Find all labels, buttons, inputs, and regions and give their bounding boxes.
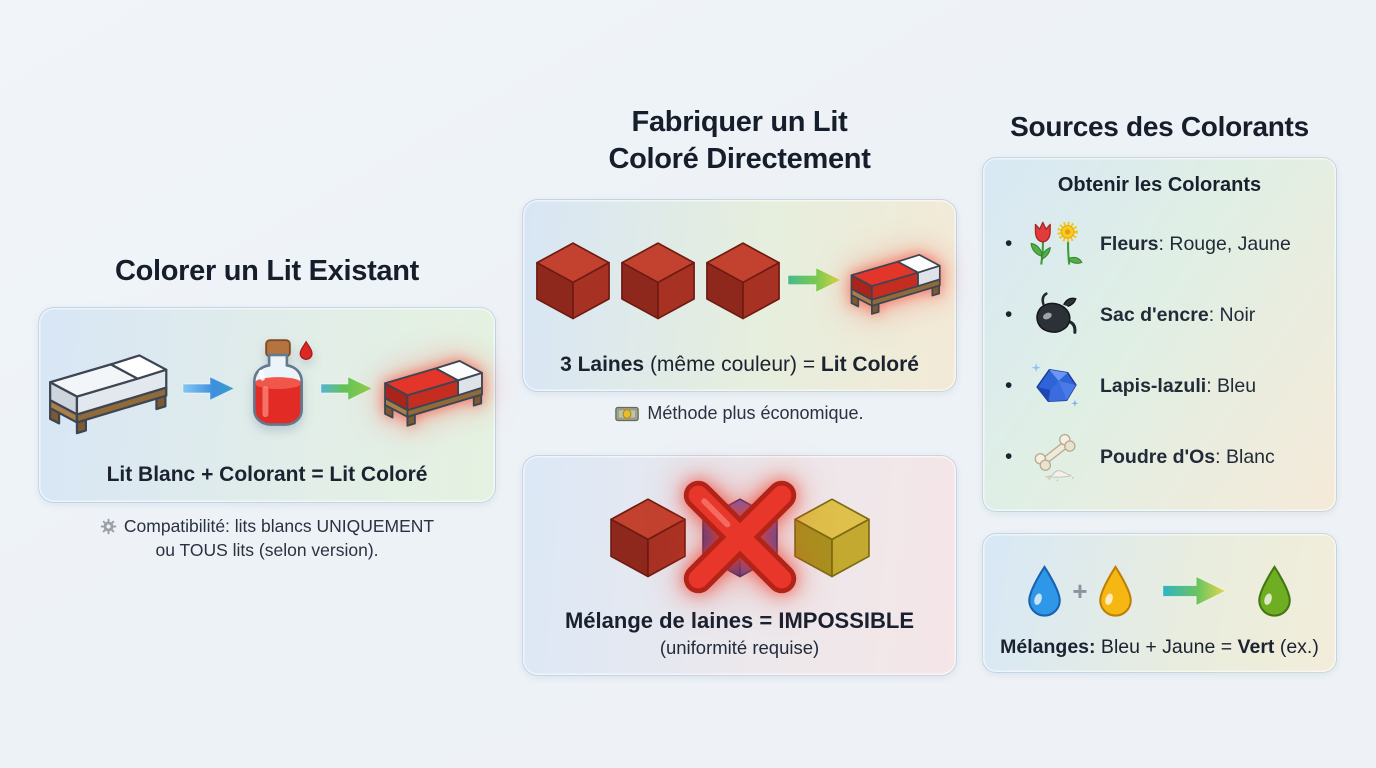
ink-sac-icon: [1036, 292, 1077, 334]
panel-color-existing-bed: Lit Blanc + Colorant = Lit Coloré: [38, 307, 496, 503]
recipe-row-dye-mix: +: [1024, 534, 1294, 636]
panel-dye-sources: Obtenir les Colorants • Fleurs: Rouge, J…: [982, 157, 1337, 512]
red-wool-block-icon: [620, 241, 695, 319]
note-line-2: ou TOUS lits (selon version).: [155, 539, 379, 560]
yellow-drop-icon: [1098, 565, 1132, 617]
bullet: •: [1005, 445, 1013, 468]
economy-note: Méthode plus économique.: [522, 403, 957, 424]
white-bed-icon: [49, 354, 168, 435]
mix-caption: Mélanges: Bleu + Jaune = Vert (ex.): [1000, 636, 1319, 658]
economy-note-text: Méthode plus économique.: [647, 403, 864, 423]
recipe-row-wool-bed: [532, 200, 948, 353]
blue-drop-icon: [1028, 565, 1062, 617]
section-title-color-existing-bed: Colorer un Lit Existant: [114, 255, 420, 287]
bullet: •: [1005, 232, 1013, 255]
dye-sources-header: Obtenir les Colorants: [1057, 174, 1262, 196]
bullet: •: [1005, 303, 1013, 326]
flowers-icon: [1030, 221, 1083, 265]
panel-dye-mixing: + Mélanges: Bleu + Jaune = Vert (ex.): [982, 533, 1337, 673]
impossible-subcaption: (uniformité requise): [659, 637, 820, 658]
red-bed-icon: [384, 359, 483, 427]
banknote-icon: [615, 406, 640, 421]
red-wool-block-icon: [609, 498, 686, 578]
red-drop-icon: [299, 340, 313, 360]
note-line-1: Compatibilité: lits blancs UNIQUEMENT: [123, 516, 435, 536]
dye-source-item-ink-sac: • Sac d'encre: Noir: [993, 286, 1326, 344]
panel-caption: 3 Laines (même couleur) = Lit Coloré: [560, 353, 919, 376]
dye-source-item-lapis: • Lapis-lazuli: Bleu: [993, 357, 1326, 415]
red-bed-icon: [850, 253, 941, 315]
yellow-wool-block-icon: [793, 498, 870, 578]
section-title-dye-sources: Sources des Colorants: [1010, 111, 1309, 142]
red-dye-potion-icon: [253, 338, 313, 426]
arrow-right-blue-icon: [182, 376, 235, 401]
forbidden-combination: [683, 480, 796, 594]
green-drop-icon: [1257, 565, 1291, 617]
caption-text: Lit Blanc + Colorant = Lit Coloré: [106, 463, 428, 486]
plus-sign: +: [1072, 575, 1088, 606]
arrow-right-green-icon: [786, 266, 842, 293]
dye-source-item-flowers: • Fleurs: Rouge, Jaune: [993, 215, 1326, 273]
lapis-lazuli-icon: [1031, 363, 1079, 407]
panel-caption: Lit Blanc + Colorant = Lit Coloré: [107, 463, 428, 487]
red-wool-block-icon: [705, 241, 780, 319]
bone-powder-icon: [1034, 433, 1076, 482]
recipe-row-mixed-wool: [606, 456, 874, 608]
panel-craft-colored-bed: 3 Laines (même couleur) = Lit Coloré: [522, 199, 957, 392]
arrow-right-green-icon: [320, 376, 373, 401]
bullet: •: [1005, 374, 1013, 397]
arrow-right-teal-icon: [1161, 576, 1227, 606]
panel-wool-mix-impossible: Mélange de laines = IMPOSSIBLE (uniformi…: [522, 455, 957, 676]
recipe-row-dye-bed: [43, 308, 491, 463]
section-title-craft-colored-bed: Fabriquer un Lit Coloré Directement: [608, 106, 871, 175]
red-wool-block-icon: [535, 241, 610, 319]
impossible-caption: Mélange de laines = IMPOSSIBLE: [564, 608, 915, 633]
red-x-icon: [683, 480, 796, 594]
dye-source-item-bone: • Poudre d'Os: Blanc: [993, 428, 1326, 486]
gear-icon: [100, 518, 117, 535]
compatibility-note: Compatibilité: lits blancs UNIQUEMENT ou…: [38, 515, 496, 562]
